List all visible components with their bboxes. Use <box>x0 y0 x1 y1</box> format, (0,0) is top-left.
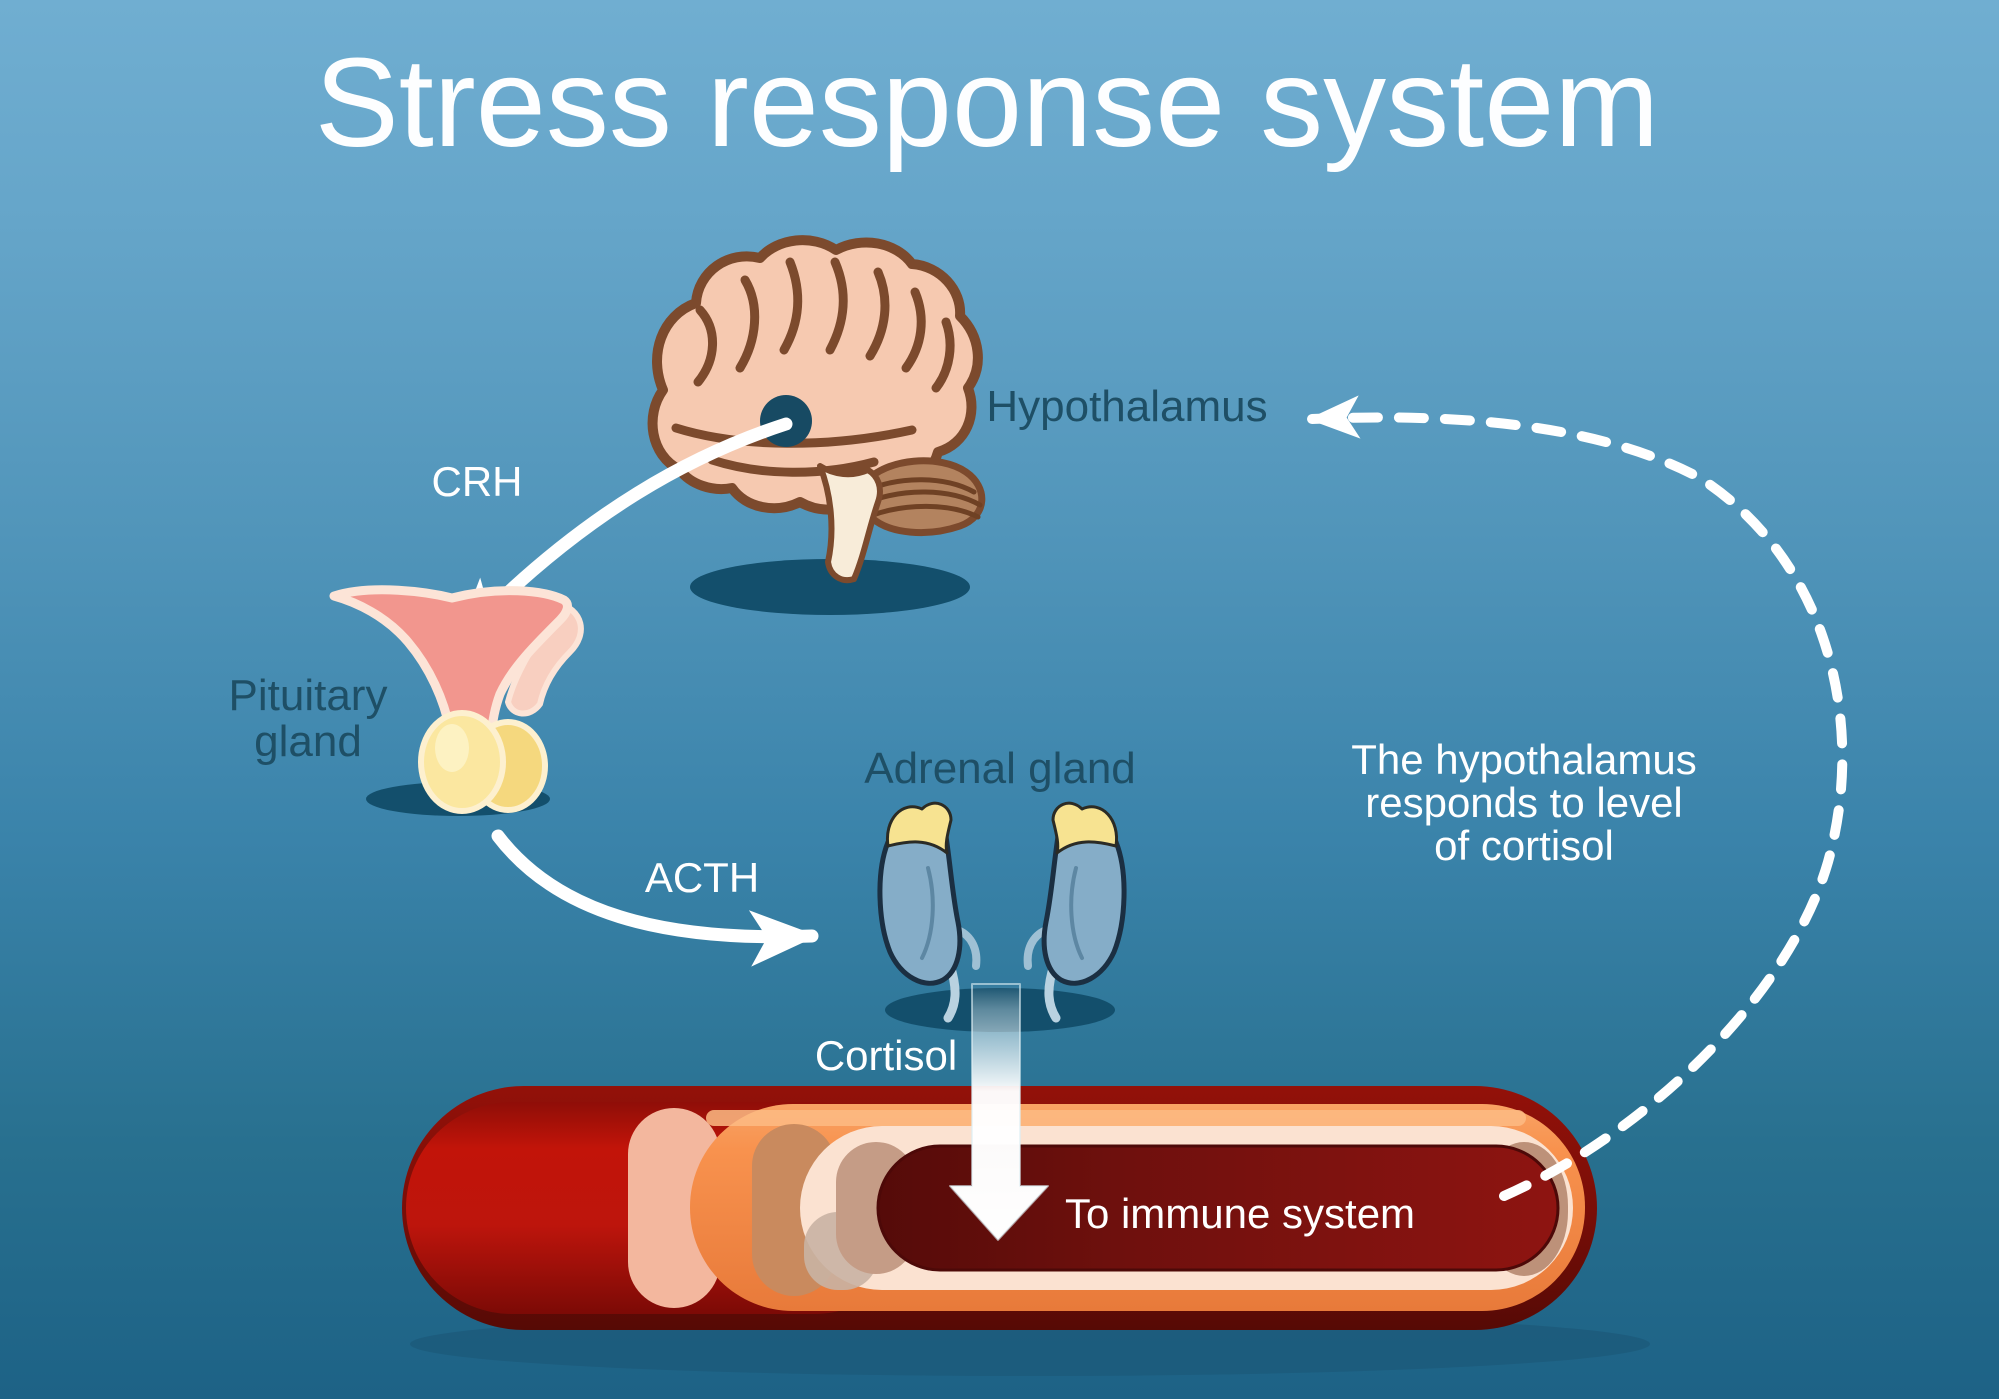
pituitary-bulb-highlight <box>435 724 469 772</box>
adrenal-label: Adrenal gland <box>864 744 1136 793</box>
feedback-dashed-arrow <box>1307 395 1848 1201</box>
crh-label: CRH <box>432 458 523 505</box>
vessel-orange-highlight <box>706 1110 1526 1126</box>
pituitary-label-line2: gland <box>254 717 362 766</box>
pituitary-label-line1: Pituitary <box>229 671 388 720</box>
adrenal-cap-right <box>1051 801 1119 855</box>
immune-label: To immune system <box>1065 1190 1415 1237</box>
vessel-lumen <box>876 1144 1560 1272</box>
feedback-note-line3: of cortisol <box>1434 822 1614 869</box>
adrenal-glands-icon <box>877 801 1127 1032</box>
brain-sulcus <box>865 267 890 361</box>
brainstem <box>817 463 883 583</box>
brain-sulcus <box>825 257 848 355</box>
brain-sulcus <box>693 305 717 387</box>
pituitary-funnel <box>329 585 572 749</box>
feedback-note-line2: responds to level <box>1365 779 1683 826</box>
brain-sulcus <box>707 455 879 477</box>
cortisol-label: Cortisol <box>815 1032 957 1079</box>
cortisol-arrow <box>949 983 1049 1241</box>
brain-icon <box>647 235 986 615</box>
brain-sulcus <box>779 257 803 355</box>
cerebellum-stripe <box>867 503 981 520</box>
hypothalamus-label: Hypothalamus <box>986 382 1267 431</box>
vessel-red-cut-face <box>628 1108 720 1308</box>
brain-sulcus <box>901 287 926 373</box>
brain-shadow <box>690 559 970 615</box>
kidney-right-detail <box>1069 866 1084 960</box>
pituitary-gland-icon <box>329 585 584 816</box>
adrenal-cap-left <box>885 801 953 855</box>
acth-label: ACTH <box>645 854 759 901</box>
kidney-left-detail <box>920 866 935 960</box>
brain-sulcus <box>931 317 955 393</box>
page-title: Stress response system <box>315 32 1659 173</box>
feedback-note-line1: The hypothalamus <box>1351 736 1697 783</box>
blood-vessel-icon <box>402 1086 1650 1376</box>
acth-arrow <box>491 829 819 967</box>
brain-sulcus <box>735 275 760 373</box>
